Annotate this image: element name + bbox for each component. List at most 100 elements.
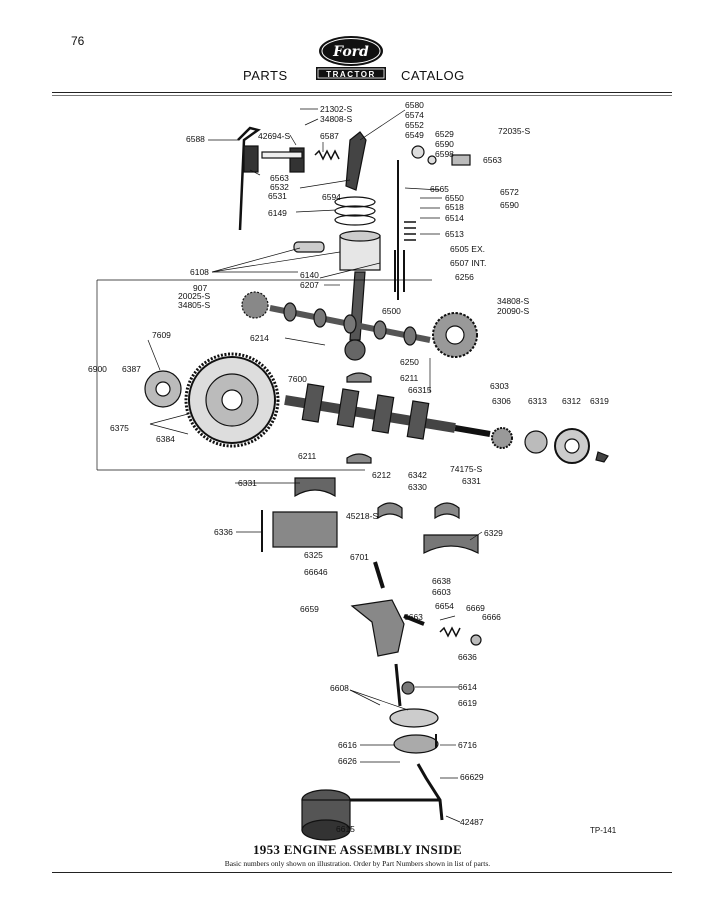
callout-6387: 6387 (122, 364, 141, 374)
callout-6331-right: 6331 (462, 476, 481, 486)
callout-6716: 6716 (458, 740, 477, 750)
callout-6306: 6306 (492, 396, 511, 406)
callout-6529: 6529 (435, 129, 454, 139)
callout-6659: 6659 (300, 604, 319, 614)
plate-number: TP-141 (590, 826, 617, 835)
callout-6549: 6549 (405, 130, 424, 140)
main-bearing-cap-rear (423, 534, 479, 554)
engine-parts-illustration (144, 126, 609, 841)
callout-34808-S-right: 34808-S (497, 296, 529, 306)
callout-6550: 6550 (445, 193, 464, 203)
callout-6336: 6336 (214, 527, 233, 537)
callout-6619: 6619 (458, 698, 477, 708)
callout-6214: 6214 (250, 333, 269, 343)
callout-6329: 6329 (484, 528, 503, 538)
callout-7600: 7600 (288, 374, 307, 384)
callout-6638: 6638 (432, 576, 451, 586)
callout-6615: 6615 (336, 824, 355, 834)
callout-6149: 6149 (268, 208, 287, 218)
callout-6626: 6626 (338, 756, 357, 766)
callout-6507-int: 6507 INT. (450, 258, 486, 268)
diagram-subtitle: Basic numbers only shown on illustration… (224, 859, 491, 868)
header-parts: PARTS (243, 68, 288, 83)
callout-6594: 6594 (322, 192, 341, 202)
callout-6587: 6587 (320, 131, 339, 141)
callout-6319: 6319 (590, 396, 609, 406)
callout-72035-S: 72035-S (498, 126, 530, 136)
callout-6701: 6701 (350, 552, 369, 562)
main-bearing-cap-center (272, 511, 338, 548)
callout-6563-right: 6563 (483, 155, 502, 165)
footer-rule (52, 872, 672, 873)
tractor-badge: TRACTOR (326, 70, 375, 79)
crankshaft-gear (491, 427, 513, 449)
callout-6211-top: 6211 (400, 373, 419, 383)
callout-6580: 6580 (405, 100, 424, 110)
camshaft-small-gear (241, 291, 269, 319)
callout-66315: 66315 (408, 385, 432, 395)
callout-6608: 6608 (330, 683, 349, 693)
callout-42694-S: 42694-S (258, 131, 290, 141)
callout-6616: 6616 (338, 740, 357, 750)
callout-34808-S-top: 34808-S (320, 114, 352, 124)
callout-6212: 6212 (372, 470, 391, 480)
oil-pump-body (350, 599, 405, 657)
callout-6588: 6588 (186, 134, 205, 144)
callout-6375: 6375 (110, 423, 129, 433)
callout-6565: 6565 (430, 184, 449, 194)
piston-pin (293, 241, 325, 253)
oil-intake-pipe (340, 763, 444, 821)
callout-6900: 6900 (88, 364, 107, 374)
rocker-arm-right (345, 131, 367, 191)
main-bearing-cap-front (294, 477, 336, 498)
callout-6590-a: 6590 (435, 139, 454, 149)
callout-20025-S: 20025-S (178, 291, 210, 301)
callout-6312: 6312 (562, 396, 581, 406)
callout-labels: 21302-S 34808-S 6580 6574 6552 6549 6529… (88, 100, 609, 834)
callout-6211-bottom: 6211 (298, 451, 317, 461)
header-rule-thin (52, 95, 672, 96)
rocker-spring (314, 149, 340, 161)
callout-6331-left: 6331 (238, 478, 257, 488)
callout-6531: 6531 (268, 191, 287, 201)
callout-6552: 6552 (405, 120, 424, 130)
callout-6532: 6532 (270, 182, 289, 192)
callout-6518: 6518 (445, 202, 464, 212)
callout-34805-S: 34805-S (178, 300, 210, 310)
callout-21302-S: 21302-S (320, 104, 352, 114)
callout-6663: 6663 (404, 612, 423, 622)
callout-6384: 6384 (156, 434, 175, 444)
callout-6342: 6342 (408, 470, 427, 480)
callout-6572: 6572 (500, 187, 519, 197)
callout-6654: 6654 (435, 601, 454, 611)
rocker-rod (237, 126, 261, 231)
crankshaft-spacer (524, 430, 548, 454)
callout-6666: 6666 (482, 612, 501, 622)
callout-6574: 6574 (405, 110, 424, 120)
callout-6513: 6513 (445, 229, 464, 239)
callout-7609: 7609 (152, 330, 171, 340)
callout-6500: 6500 (382, 306, 401, 316)
rocker-support-left (243, 145, 259, 173)
callout-6325: 6325 (304, 550, 323, 560)
callout-6330: 6330 (408, 482, 427, 492)
callout-20090-S: 20090-S (497, 306, 529, 316)
callout-6669: 6669 (466, 603, 485, 613)
callout-74175-S: 74175-S (450, 464, 482, 474)
callout-907: 907 (193, 283, 207, 293)
callout-6207: 6207 (300, 280, 319, 290)
ford-script: Ford (332, 44, 369, 60)
callout-6505-ex: 6505 EX. (450, 244, 485, 254)
rocker-shaft-piece (261, 151, 303, 159)
pulley-nut (595, 451, 609, 463)
callout-6614: 6614 (458, 682, 477, 692)
valve-spring (404, 221, 416, 241)
callout-6590-b: 6590 (500, 200, 519, 210)
callout-6603: 6603 (432, 587, 451, 597)
callout-6563-left: 6563 (270, 173, 289, 183)
header-catalog: CATALOG (401, 68, 465, 83)
callout-6636: 6636 (458, 652, 477, 662)
ford-tractor-logo: Ford TRACTOR (316, 36, 386, 80)
callout-6250: 6250 (400, 357, 419, 367)
